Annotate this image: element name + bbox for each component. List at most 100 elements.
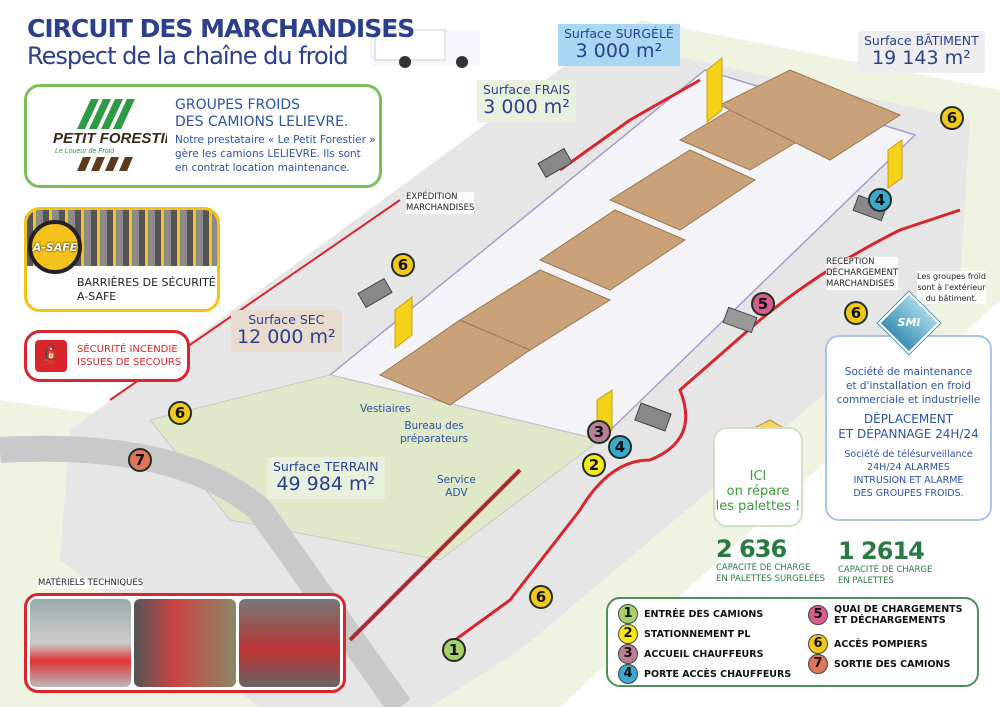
legend-item-1: 1 ENTRÉE DES CAMIONS [618, 604, 763, 624]
fire-line-2: ISSUES DE SECOURS [77, 357, 182, 368]
legend-item-6: 6 ACCÈS POMPIERS [808, 634, 928, 654]
legend-badge: 2 [618, 624, 638, 644]
capacity-desc: CAPACITÉ DE CHARGE [838, 565, 933, 575]
label-line: sont à l'extérieur [917, 283, 986, 292]
fire-line-1: SÉCURITÉ INCENDIE [77, 344, 178, 355]
surface-value: 49 984 m² [276, 473, 376, 496]
legend-item-3: 3 ACCUEIL CHAUFFEURS [618, 644, 763, 664]
marker-7: 7 [128, 448, 152, 472]
legend-badge: 7 [808, 654, 828, 674]
label-materiels: MATÉRIELS TECHNIQUES [38, 578, 144, 589]
smi-text: Société de maintenance [844, 366, 973, 378]
capacity-value: 1 2614 [838, 537, 925, 565]
label-line: DECHARGEMENT [826, 268, 899, 278]
arrow-materiels [348, 468, 522, 642]
smi-text: DÉPLACEMENT [863, 412, 954, 426]
legend-badge: 4 [618, 664, 638, 684]
pal-text: les palettes ! [715, 499, 801, 514]
petit-forestier-panel: PETIT FORESTIER Le Loueur de Froid GROUP… [24, 84, 382, 188]
smi-text: ET DÉPANNAGE 24H/24 [838, 427, 979, 441]
pal-text: on répare [726, 484, 790, 499]
label-line: MARCHANDISES [406, 203, 475, 213]
label-line: ADV [445, 487, 468, 499]
smi-text: commerciale et industrielle [836, 394, 981, 406]
label-line: Les groupes froid [917, 272, 986, 281]
label-line: RECEPTION [826, 257, 875, 267]
smi-text: INTRUSION ET ALARME [853, 475, 964, 486]
page-title: CIRCUIT DES MARCHANDISES [27, 14, 415, 43]
legend-label: SORTIE DES CAMIONS [834, 658, 951, 670]
marker-1: 1 [442, 638, 466, 662]
smi-text: 24H/24 ALARMES [867, 462, 950, 473]
storage-racks [378, 69, 902, 406]
capacity-desc: EN PALETTES SURGELÉES [716, 574, 825, 584]
label-line: MARCHANDISES [826, 279, 895, 289]
asafe-logo: A-SAFE [28, 220, 82, 274]
legend-badge: 6 [808, 634, 828, 654]
fire-extinguisher-icon: 🧯 [35, 340, 67, 372]
pf-title-1: GROUPES FROIDS [175, 97, 301, 113]
legend-item-7: 7 SORTIE DES CAMIONS [808, 654, 950, 674]
surface-label: Surface TERRAIN [273, 459, 379, 474]
marker-6: 6 [391, 253, 415, 277]
surface-value: 12 000 m² [237, 326, 336, 349]
asafe-line-1: BARRIÈRES DE SÉCURITÉ [77, 276, 216, 289]
marker-3: 3 [587, 420, 611, 444]
marker-6: 6 [940, 106, 964, 130]
forklift-photo [134, 599, 236, 687]
capacity-desc: CAPACITÉ DE CHARGE [716, 563, 811, 573]
smi-text: et d'installation en froid [845, 380, 972, 392]
legend-item-4: 4 PORTE ACCÈS CHAUFFEURS [618, 664, 791, 684]
legend-badge: 3 [618, 644, 638, 664]
pal-text: ICI [749, 469, 767, 484]
petit-forestier-logo: PETIT FORESTIER Le Loueur de Froid [53, 99, 167, 171]
legend-label: ENTRÉE DES CAMIONS [644, 608, 764, 620]
label-vestiaires: Vestiaires [360, 403, 411, 415]
materiels-photos [24, 593, 346, 693]
label-line: du bâtiment. [925, 294, 978, 303]
surface-label: Surface SURGÉLÉ [564, 26, 674, 41]
marker-4: 4 [868, 188, 892, 212]
surface-label: Surface BÂTIMENT [864, 33, 979, 48]
marker-4: 4 [608, 435, 632, 459]
pf-text-3: en contrat location maintenance. [175, 162, 350, 174]
asafe-line-2: A-SAFE [77, 290, 117, 303]
label-line: EXPÉDITION [406, 192, 458, 202]
marker-6: 6 [529, 585, 553, 609]
pf-title-2: DES CAMIONS LELIEVRE. [175, 114, 349, 130]
legend-label: QUAI DE CHARGEMENTS [834, 604, 963, 615]
marker-2: 2 [582, 453, 606, 477]
svg-text:Le Loueur de Froid: Le Loueur de Froid [55, 148, 115, 155]
label-line: Service [437, 474, 476, 486]
marker-5: 5 [751, 292, 775, 316]
legend-label: ACCUEIL CHAUFFEURS [644, 648, 764, 660]
legend-badge: 1 [618, 604, 638, 624]
legend-label: ACCÈS POMPIERS [834, 638, 928, 650]
label-line: préparateurs [400, 433, 469, 445]
capacity-value: 2 636 [716, 535, 787, 563]
order-picker-photo [238, 599, 340, 687]
pf-text-1: Notre prestataire « Le Petit Forestier » [175, 134, 376, 146]
legend-label: PORTE ACCÈS CHAUFFEURS [644, 668, 792, 680]
label-line: Bureau des [404, 420, 464, 432]
pf-text-2: gère les camions LELIEVRE. Ils sont [175, 148, 361, 160]
page-subtitle: Respect de la chaîne du froid [27, 42, 349, 70]
surface-label: Surface FRAIS [483, 82, 571, 97]
smi-logo-text: SMI [897, 316, 921, 329]
label-groupes-froid: Les groupes froid sont à l'extérieur du bâ… [917, 271, 986, 304]
smi-text: DES GROUPES FROIDS. [853, 488, 964, 499]
surface-value: 3 000 m² [483, 96, 570, 119]
